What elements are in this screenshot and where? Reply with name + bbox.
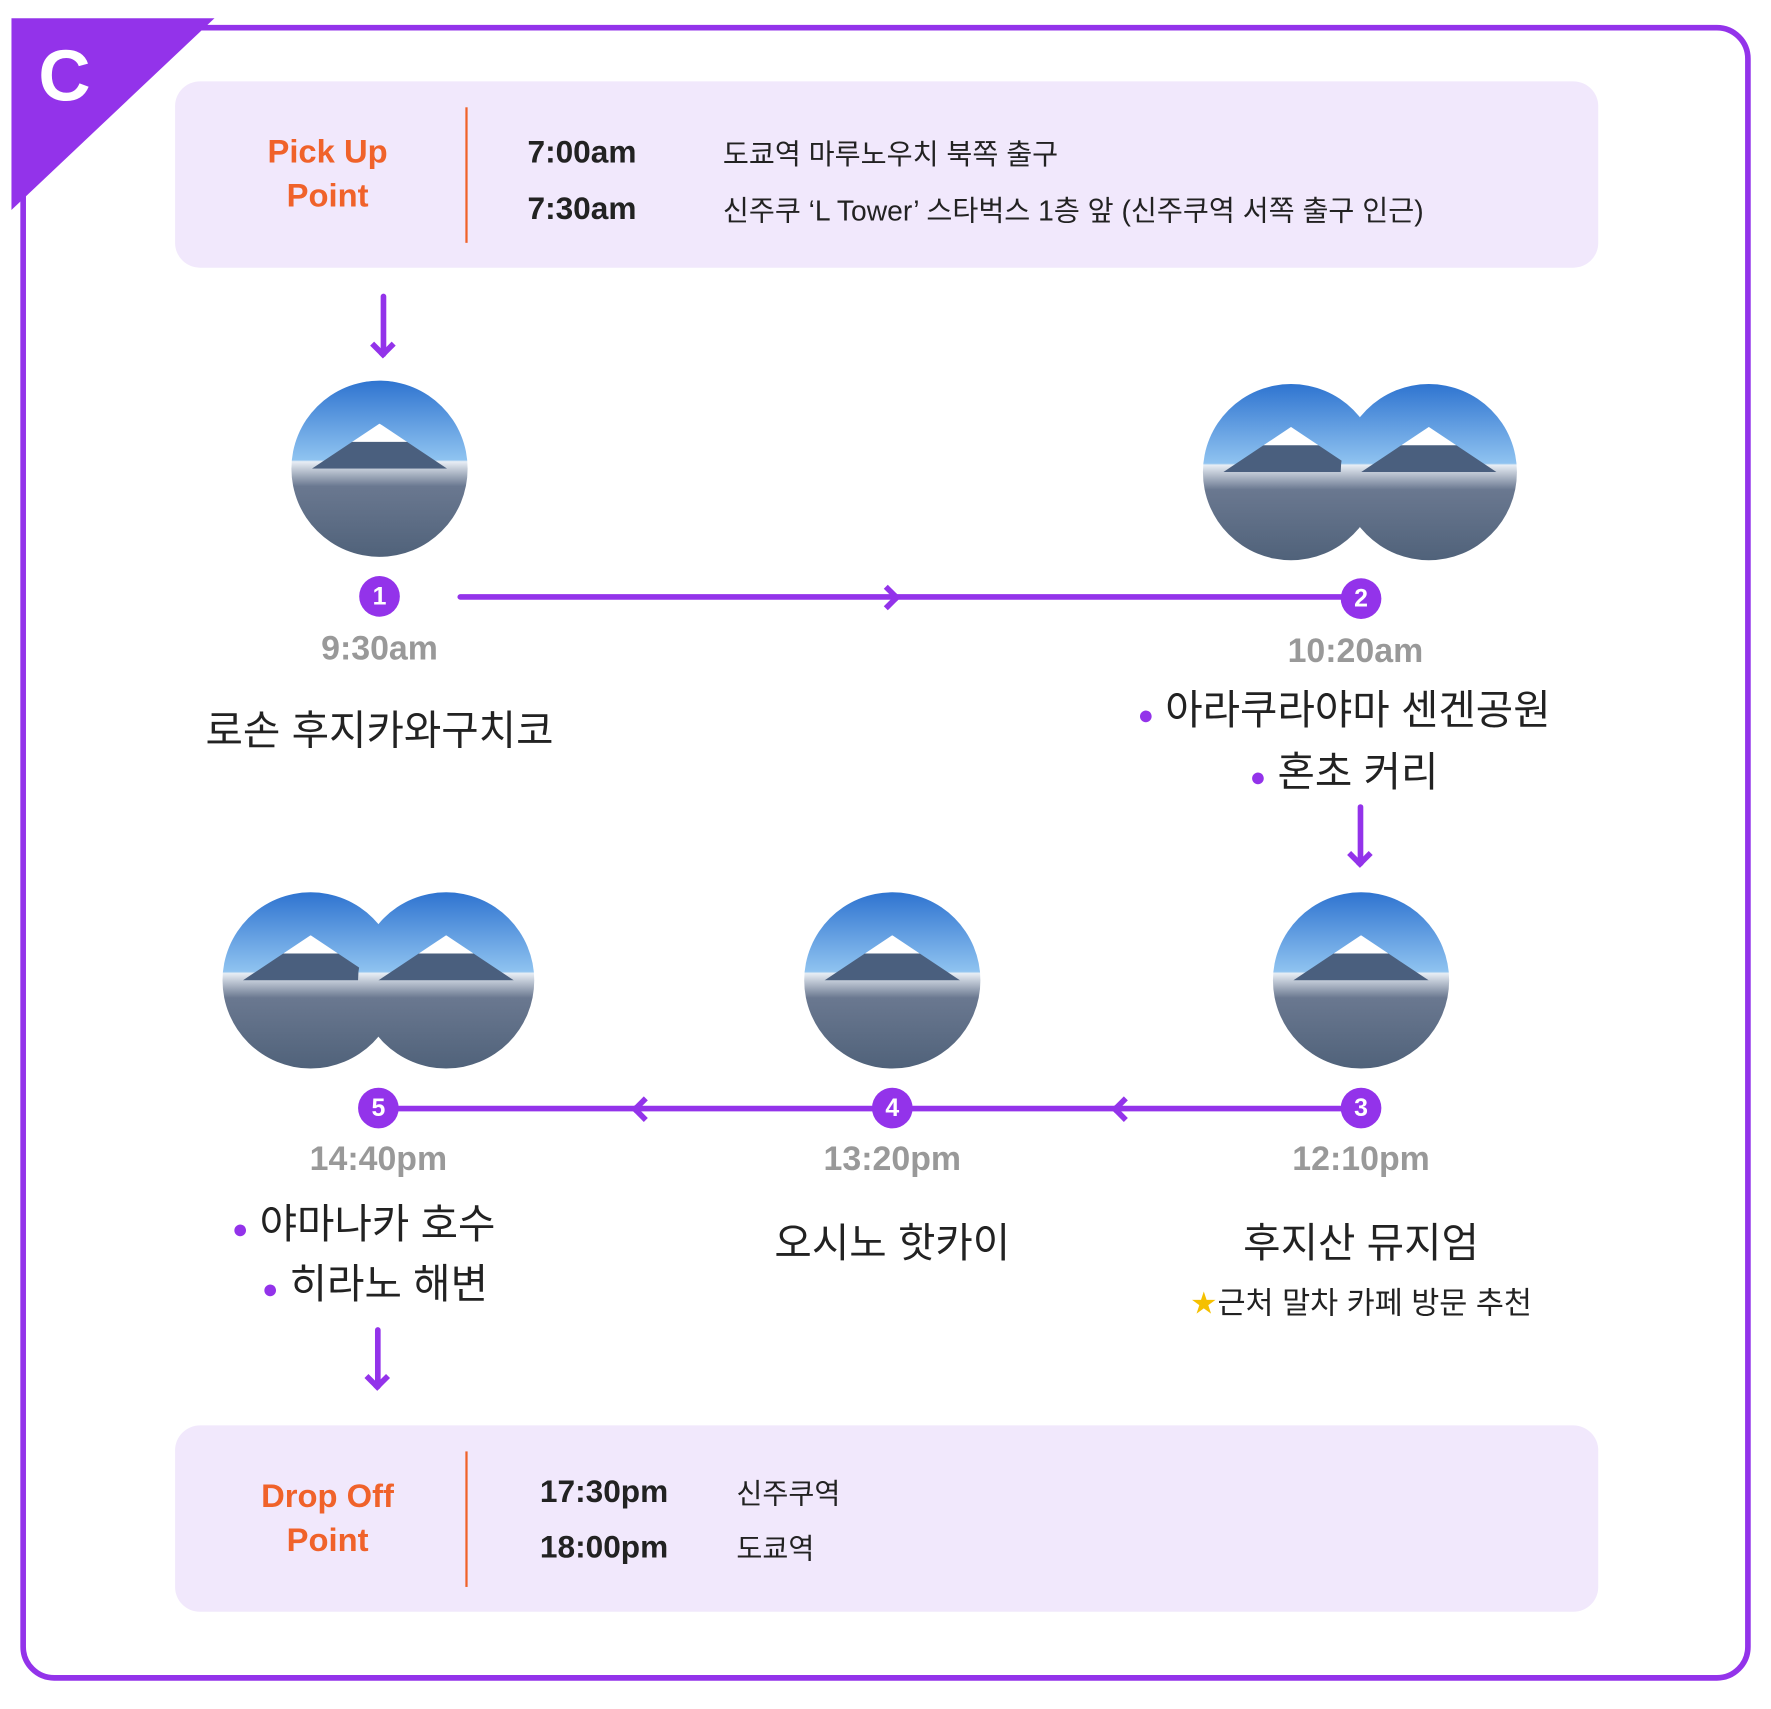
stop-badge-4: 4 [871, 1087, 913, 1129]
route-line [378, 1105, 1362, 1112]
dropoff-place: 신주쿠역 [736, 1478, 841, 1511]
stop-time: 14:40pm [309, 1140, 448, 1179]
stop-badge-3: 3 [1340, 1087, 1382, 1129]
dropoff-time: 18:00pm [539, 1529, 669, 1565]
stop-item: ●야마나카 호수 [231, 1200, 496, 1247]
arrow-down [380, 293, 387, 357]
divider [465, 1451, 468, 1587]
arrow-down [1357, 804, 1364, 867]
pickup-place: 신주쿠 ‘L Tower’ 스타벅스 1층 앞 (신주쿠역 서쪽 출구 인근) [722, 195, 1424, 228]
dropoff-time: 17:30pm [539, 1473, 669, 1510]
stop-badge-2: 2 [1340, 578, 1382, 619]
course-letter: C [38, 35, 91, 117]
stop-badge-5: 5 [358, 1087, 399, 1129]
photo-lawson [291, 380, 468, 557]
stop-badge-1: 1 [359, 576, 400, 617]
pickup-time: 7:00am [527, 134, 637, 170]
photo-hirano [358, 892, 535, 1069]
photo-arakurayama [1202, 384, 1380, 561]
stop-name: 후지산 뮤지엄 [1243, 1219, 1479, 1267]
stop-item: ●혼초 커리 [1249, 748, 1439, 796]
photo-fuji-museum [1272, 892, 1450, 1069]
stop-name: 오시노 핫카이 [774, 1219, 1011, 1267]
route-line [457, 594, 1356, 600]
stop-time: 10:20am [1287, 632, 1424, 670]
stop-item: ●아라쿠라야마 센겐공원 [1137, 686, 1551, 734]
photo-oshino-hakkai [804, 892, 981, 1069]
stop-name: 로손 후지카와구치코 [205, 707, 554, 754]
photo-honcho [1340, 384, 1517, 561]
dropoff-place: 도쿄역 [736, 1533, 815, 1566]
outer-frame [20, 24, 1751, 1681]
stop-note: ★근처 말차 카페 방문 추천 [1190, 1286, 1532, 1321]
pickup-time: 7:30am [527, 190, 637, 226]
stop-item: ●히라노 해변 [261, 1260, 488, 1307]
star-icon: ★ [1190, 1286, 1218, 1321]
stop-time: 12:10pm [1292, 1140, 1430, 1179]
stop-time: 9:30am [321, 630, 438, 668]
stop-time: 13:20pm [823, 1140, 962, 1179]
arrow-down [374, 1327, 381, 1390]
pickup-place: 도쿄역 마루노우치 북쪽 출구 [722, 138, 1059, 171]
divider [465, 107, 468, 243]
